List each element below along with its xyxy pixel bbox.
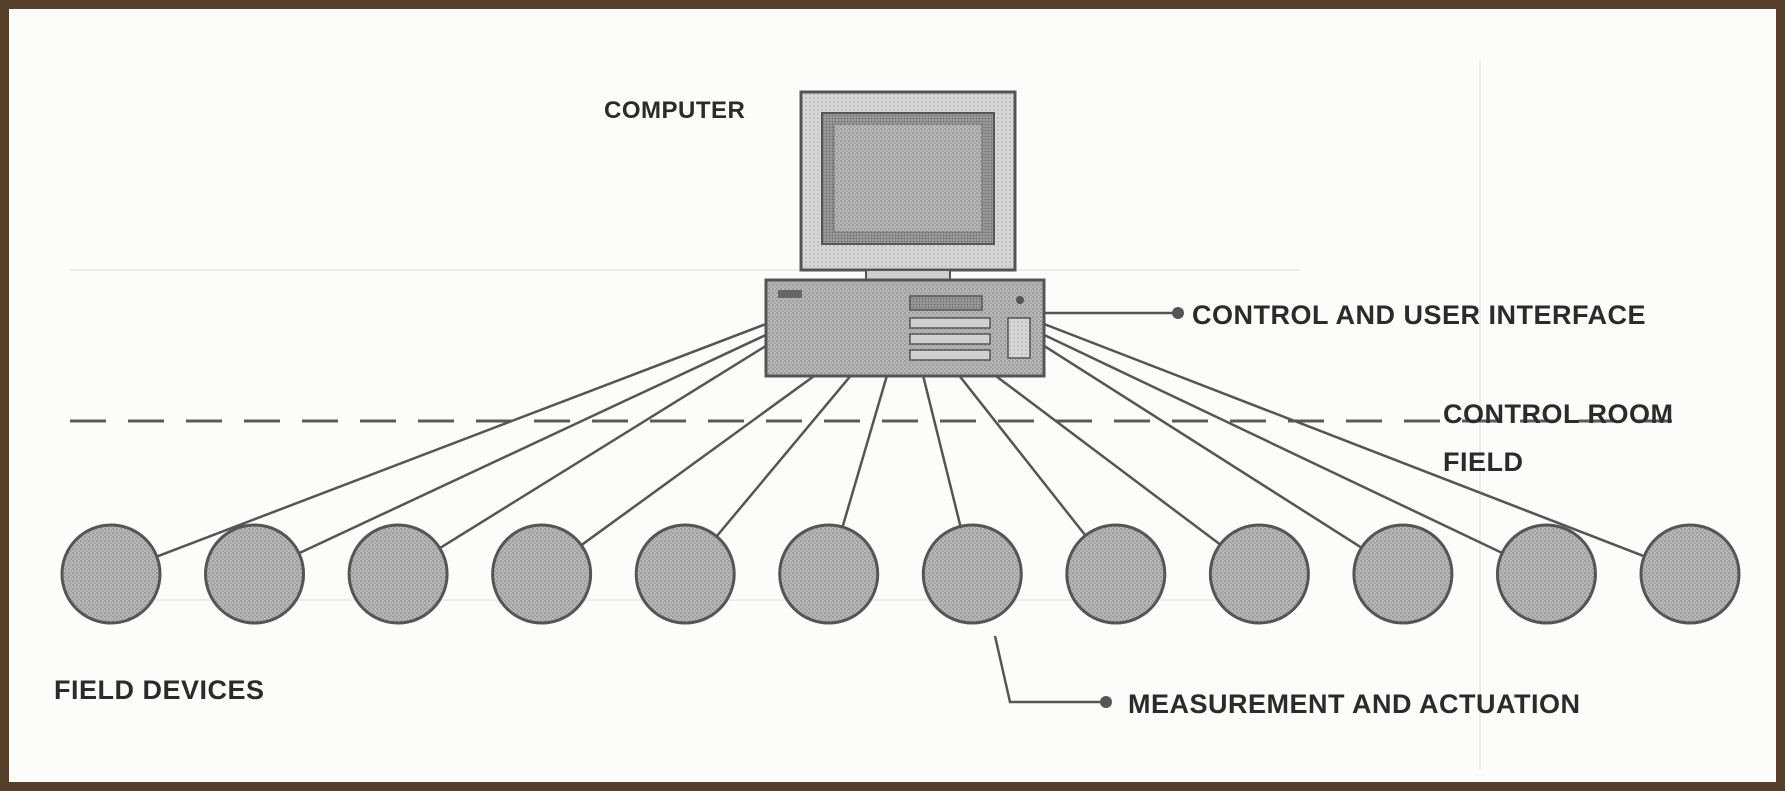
field-device bbox=[493, 525, 591, 623]
control-ui-leader bbox=[1044, 307, 1184, 319]
connection-line bbox=[843, 376, 887, 527]
field-devices-group bbox=[62, 525, 1739, 623]
field-device bbox=[1067, 525, 1165, 623]
field-device bbox=[1354, 525, 1452, 623]
connection-line bbox=[960, 376, 1086, 536]
computer-monitor bbox=[801, 92, 1015, 280]
connection-line bbox=[923, 376, 960, 526]
label-measurement: MEASUREMENT AND ACTUATION bbox=[1128, 689, 1580, 719]
field-device bbox=[923, 525, 1021, 623]
field-device bbox=[349, 525, 447, 623]
field-device bbox=[1497, 525, 1595, 623]
diagram-canvas: COMPUTER CONTROL AND USER INTERFACE CONT… bbox=[9, 9, 1776, 782]
field-device bbox=[62, 525, 160, 623]
field-device bbox=[1210, 525, 1308, 623]
connection-line bbox=[1044, 335, 1502, 553]
computer-base bbox=[766, 280, 1044, 376]
field-device bbox=[780, 525, 878, 623]
field-device bbox=[636, 525, 734, 623]
field-device bbox=[1641, 525, 1739, 623]
label-computer: COMPUTER bbox=[604, 97, 745, 124]
scan-artifacts bbox=[70, 60, 1480, 770]
field-device bbox=[206, 525, 304, 623]
label-control-room: CONTROL ROOM bbox=[1443, 399, 1674, 429]
measurement-leader bbox=[995, 636, 1112, 708]
connection-line bbox=[717, 376, 851, 536]
connection-line bbox=[157, 324, 766, 557]
label-field-devices: FIELD DEVICES bbox=[54, 675, 265, 705]
connection-line bbox=[1044, 324, 1644, 556]
connection-line bbox=[299, 335, 766, 553]
connection-line bbox=[996, 376, 1220, 545]
network-diagram: COMPUTER CONTROL AND USER INTERFACE CONT… bbox=[9, 9, 1776, 782]
label-control-ui: CONTROL AND USER INTERFACE bbox=[1192, 300, 1646, 330]
label-field: FIELD bbox=[1443, 447, 1524, 477]
